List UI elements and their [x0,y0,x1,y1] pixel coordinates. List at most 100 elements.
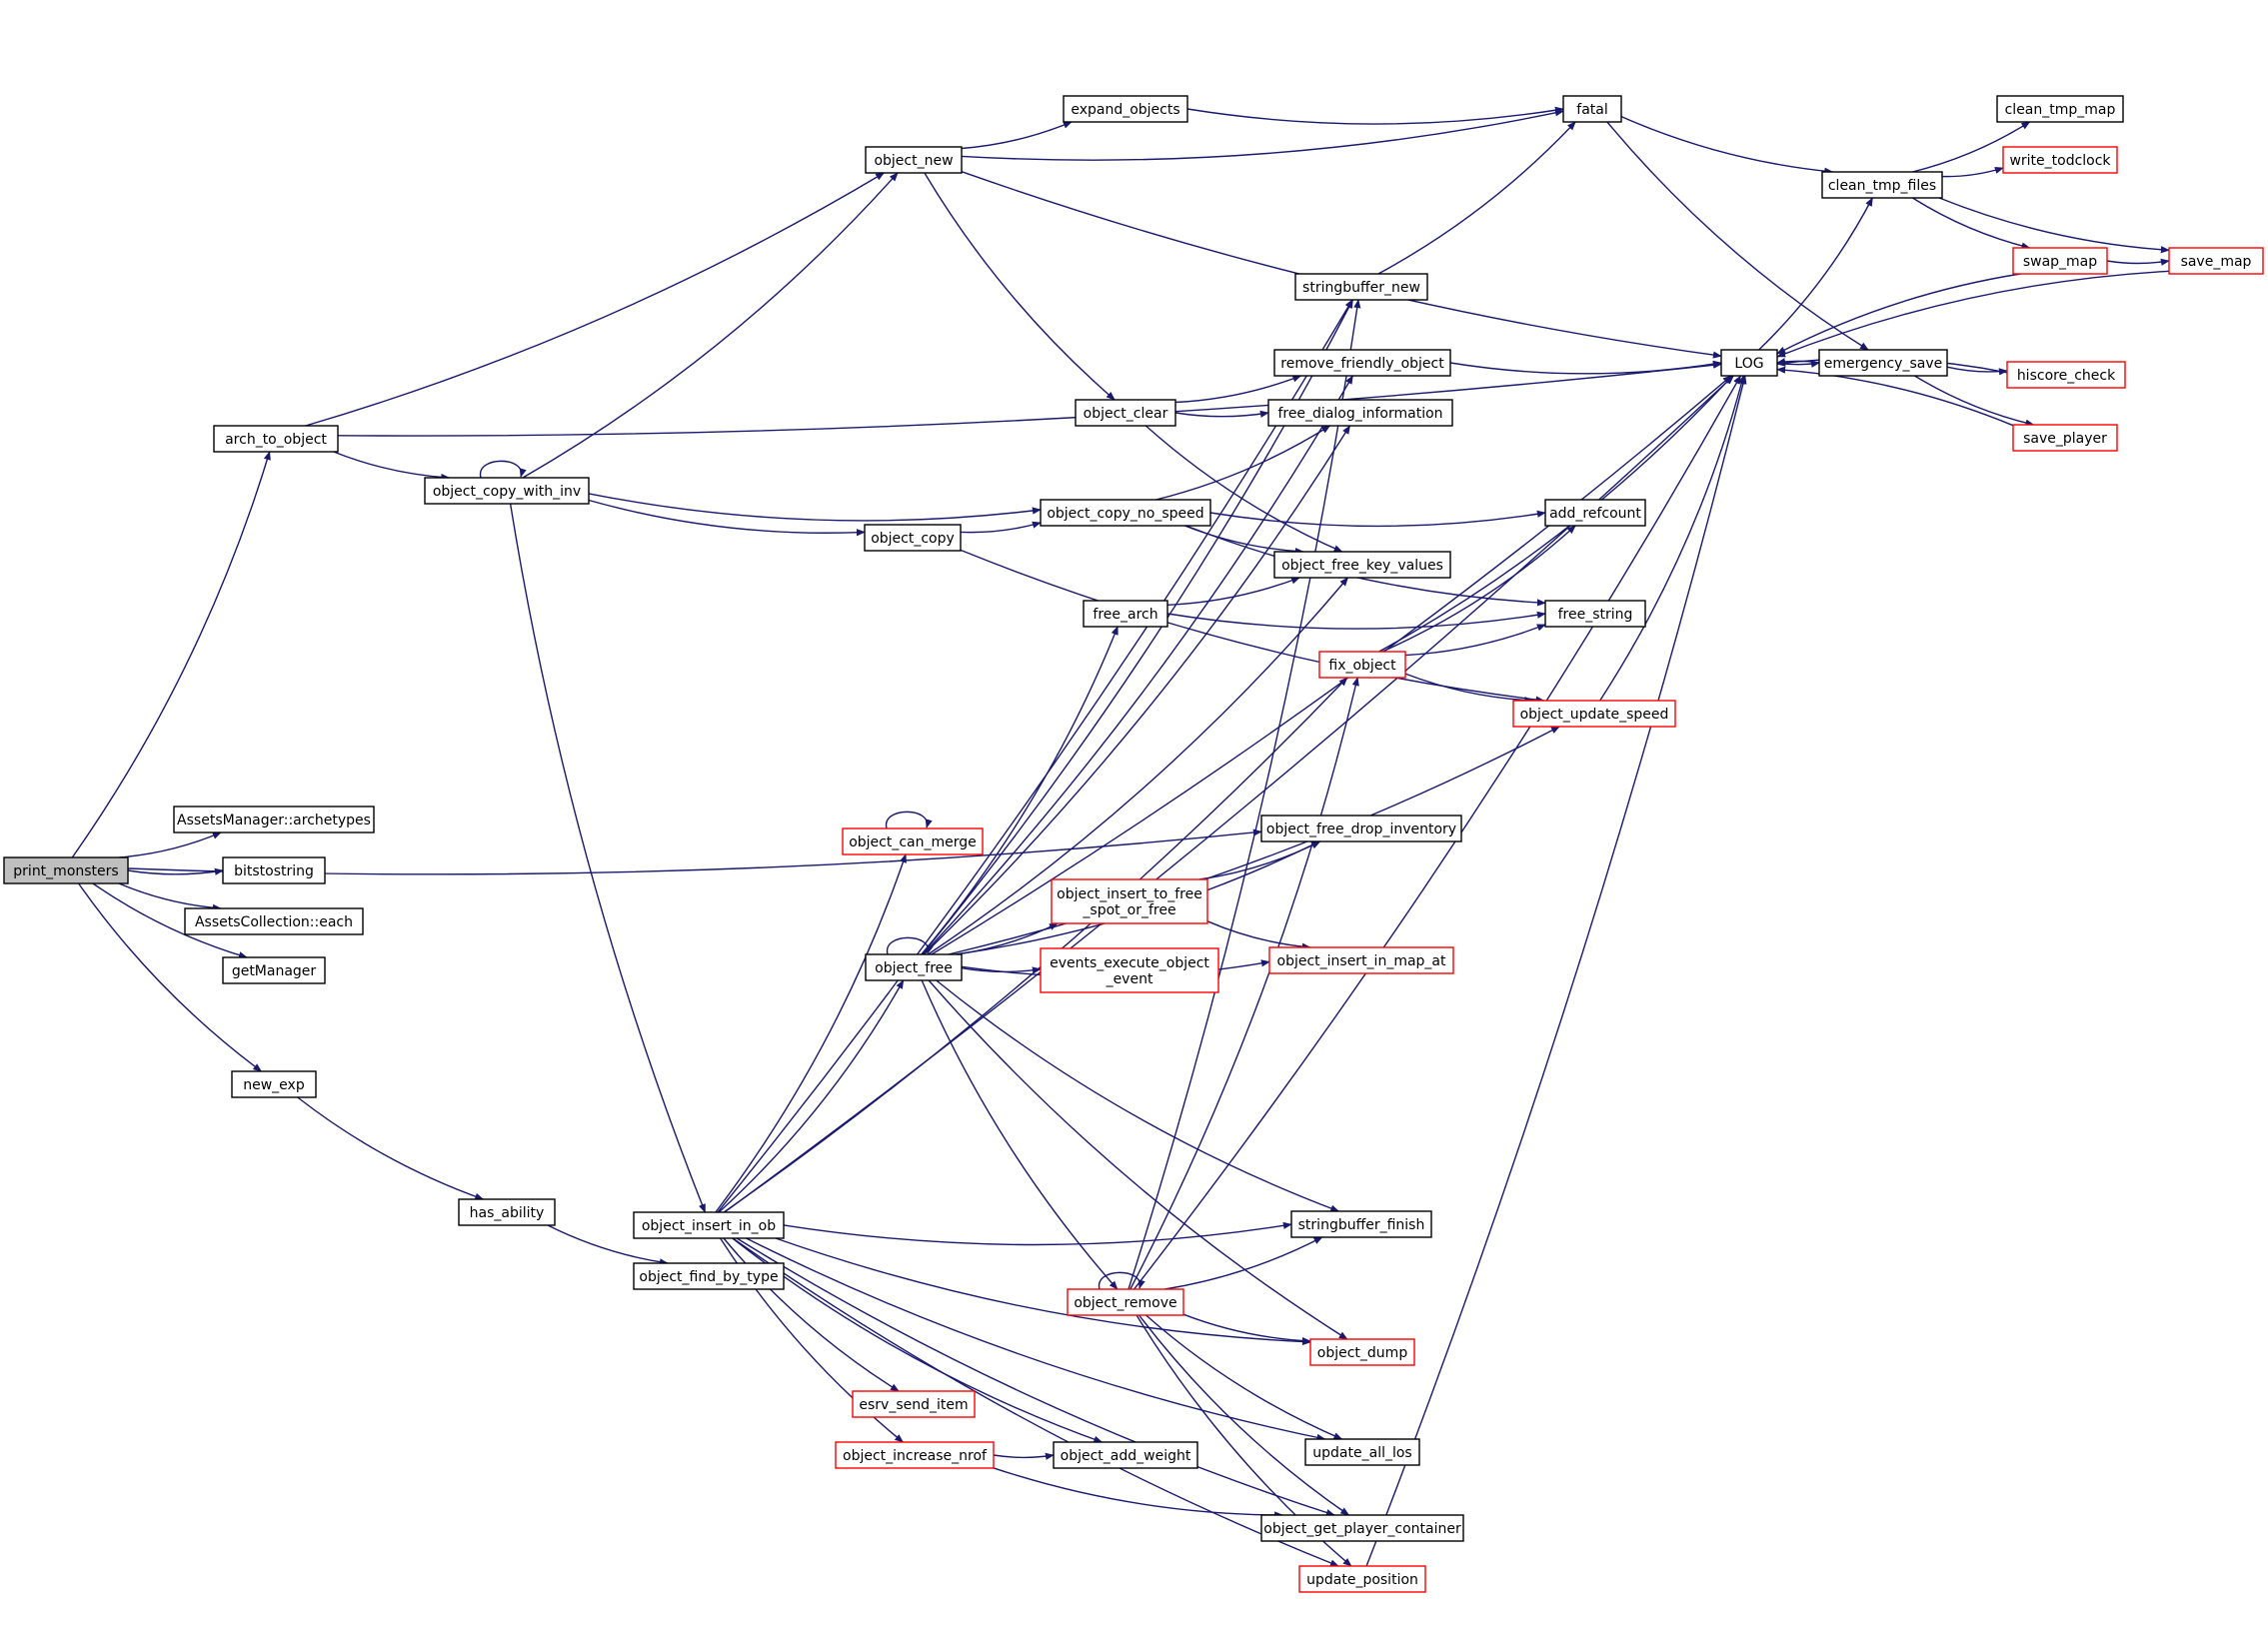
node-emergency_save[interactable]: emergency_save [1818,349,1948,377]
edge-object_free-to-LOG [931,375,1732,955]
edge-print_monsters-to-each [118,882,222,911]
node-box [1996,95,2124,123]
node-label: update_all_los [1312,1445,1411,1461]
node-object_can_merge[interactable]: object_can_merge [842,827,984,855]
node-stringbuffer_new[interactable]: stringbuffer_new [1294,273,1428,301]
node-print_monsters[interactable]: print_monsters [3,856,129,884]
edge-object_new-to-expand_objects [961,121,1073,150]
node-object_insert_to_free_spot_or_free[interactable]: object_insert_to_free_spot_or_free [1051,878,1208,924]
node-update_position[interactable]: update_position [1298,1565,1426,1593]
node-swap_map[interactable]: swap_map [2012,247,2108,275]
node-label: arch_to_object [225,432,327,448]
node-box [1273,551,1451,579]
node-update_all_los[interactable]: update_all_los [1304,1438,1420,1466]
node-free_string[interactable]: free_string [1544,600,1646,628]
node-object_copy_with_inv[interactable]: object_copy_with_inv [424,477,590,505]
node-has_ability[interactable]: has_ability [458,1198,556,1226]
edge-remove_friendly_object-to-LOG [1449,360,1722,375]
node-object_free[interactable]: object_free [865,953,963,981]
node-fatal[interactable]: fatal [1562,95,1622,123]
node-write_todclock[interactable]: write_todclock [2002,146,2118,174]
edge-clean_tmp_files-to-save_map [1938,197,2170,254]
edge-arch_to_object-to-object_copy_with_inv [333,451,451,482]
node-object_free_key_values[interactable]: object_free_key_values [1273,551,1451,579]
edge-object_remove-to-object_get_player_container [1138,1314,1350,1516]
node-getManager[interactable]: getManager [222,956,326,984]
node-label: free_arch [1093,607,1157,623]
edge-object_free-to-remove_friendly_object [923,375,1354,955]
node-clean_tmp_map[interactable]: clean_tmp_map [1996,95,2124,123]
node-events_execute_object_event[interactable]: events_execute_object_event [1040,947,1219,993]
node-object_copy_no_speed[interactable]: object_copy_no_speed [1040,499,1211,527]
node-box [1720,349,1778,377]
edge-object_new-to-fatal [961,109,1564,161]
node-box [1544,499,1646,527]
node-clean_tmp_files[interactable]: clean_tmp_files [1821,171,1943,199]
node-free_arch[interactable]: free_arch [1083,600,1168,628]
node-object_insert_in_map_at[interactable]: object_insert_in_map_at [1268,946,1454,974]
edge-object_free-to-object_free_key_values [928,577,1349,955]
node-object_add_weight[interactable]: object_add_weight [1053,1441,1198,1469]
edge-save_player-to-LOG [1776,366,2014,427]
node-object_remove[interactable]: object_remove [1067,1288,1184,1316]
edge-object_free-to-stringbuffer_finish [936,979,1340,1212]
node-label: object_add_weight [1061,1448,1191,1464]
node-label: object_copy_no_speed [1047,506,1203,522]
edge-print_monsters-to-new_exp [78,882,263,1072]
edge-object_copy-to-object_update_speed [960,549,1545,704]
node-esrv_send_item[interactable]: esrv_send_item [852,1390,976,1418]
node-save_map[interactable]: save_map [2168,247,2264,275]
node-remove_friendly_object[interactable]: remove_friendly_object [1273,349,1451,377]
node-each[interactable]: AssetsCollection::each [184,907,364,935]
node-label: object_copy_with_inv [433,484,581,500]
node-box [3,856,129,884]
edge-object_insert_in_ob-to-object_get_player_container [736,1237,1335,1516]
node-box [1260,1514,1464,1542]
node-label: esrv_send_item [859,1397,968,1413]
edge-object_clear-to-remove_friendly_object [1174,375,1302,404]
edge-object_clear-to-object_free_key_values [1144,425,1343,553]
node-object_find_by_type[interactable]: object_find_by_type [633,1262,785,1290]
edge-free_arch-to-object_free_key_values [1166,577,1300,606]
edge-fix_object-to-object_update_speed [1404,673,1534,705]
node-archetypes[interactable]: AssetsManager::archetypes [173,806,375,833]
node-fix_object[interactable]: fix_object [1318,651,1406,679]
edge-object_new-to-object_clear [924,172,1116,401]
node-label: object_find_by_type [639,1269,778,1285]
node-box [424,477,590,505]
edge-object_copy_with_inv-to-object_new [522,172,899,479]
node-object_new[interactable]: object_new [865,146,963,174]
node-LOG[interactable]: LOG [1720,349,1778,377]
node-save_player[interactable]: save_player [2012,424,2118,452]
edge-update_position-to-LOG [1365,375,1747,1567]
node-new_exp[interactable]: new_exp [231,1070,317,1098]
node-object_copy[interactable]: object_copy [864,524,962,552]
node-object_insert_in_ob[interactable]: object_insert_in_ob [633,1211,785,1239]
node-free_dialog_information[interactable]: free_dialog_information [1267,399,1453,427]
node-add_refcount[interactable]: add_refcount [1544,499,1646,527]
node-hiscore_check[interactable]: hiscore_check [2006,361,2126,389]
node-label: stringbuffer_finish [1298,1217,1425,1233]
edge-object_insert_in_ob-to-object_dump [775,1237,1311,1346]
node-arch_to_object[interactable]: arch_to_object [213,425,339,453]
edges-layer [71,106,2170,1567]
node-expand_objects[interactable]: expand_objects [1063,95,1188,123]
node-object_update_speed[interactable]: object_update_speed [1512,700,1676,728]
node-label: object_copy [871,531,955,547]
node-object_clear[interactable]: object_clear [1075,399,1176,427]
node-label: object_new [874,153,953,169]
node-stringbuffer_finish[interactable]: stringbuffer_finish [1290,1210,1432,1238]
node-box [633,1211,785,1239]
node-object_increase_nrof[interactable]: object_increase_nrof [835,1441,995,1469]
edge-fix_object-to-LOG [1378,375,1733,653]
node-label: object_insert_in_map_at [1277,953,1447,969]
node-object_dump[interactable]: object_dump [1309,1338,1415,1366]
node-label: object_insert_in_ob [642,1218,776,1234]
node-object_get_player_container[interactable]: object_get_player_container [1260,1514,1464,1542]
node-object_free_drop_inventory[interactable]: object_free_drop_inventory [1260,815,1462,842]
edge-print_monsters-to-arch_to_object [71,451,271,858]
edge-object_insert_in_ob-to-update_all_los [746,1237,1326,1441]
node-label: remove_friendly_object [1280,356,1444,372]
edge-stringbuffer_new-to-fatal [1377,121,1576,275]
node-bitstostring[interactable]: bitstostring [222,856,326,884]
